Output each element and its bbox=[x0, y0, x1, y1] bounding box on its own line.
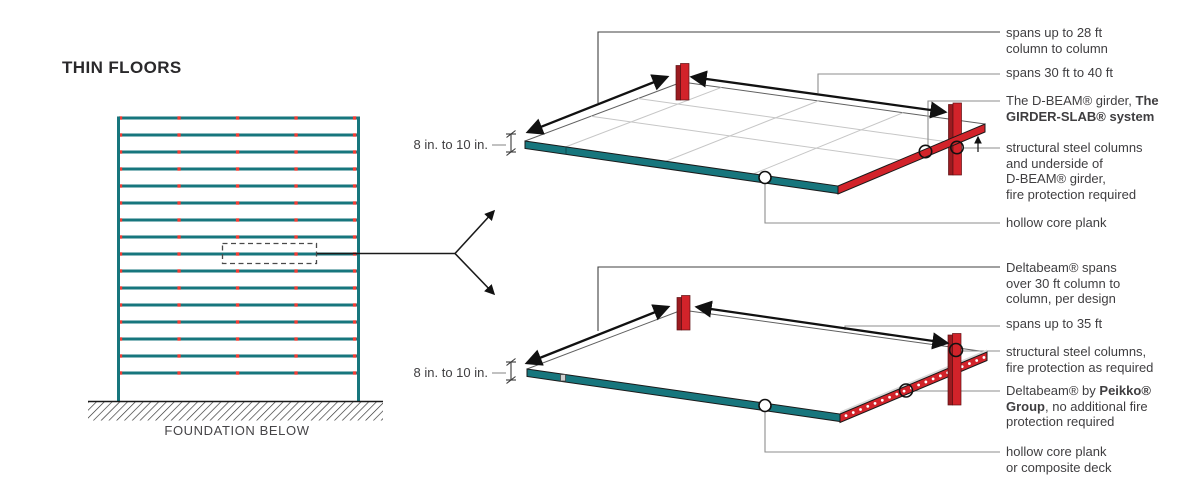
deltabeam-diagram bbox=[492, 266, 1000, 453]
steel-column-center bbox=[675, 63, 690, 101]
plank-connection-marker bbox=[758, 170, 772, 185]
girder-slab-diagram bbox=[492, 31, 1000, 224]
d-beam-girder bbox=[837, 123, 986, 195]
slab-thickness-label-bottom: 8 in. to 10 in. bbox=[413, 365, 488, 380]
building-elevation bbox=[88, 116, 496, 421]
span-arrows-top bbox=[525, 70, 948, 135]
floor-lines bbox=[117, 116, 360, 375]
deltabeam-holes bbox=[844, 356, 986, 417]
slab-top-face bbox=[525, 82, 985, 186]
annotation-label: hollow core plank bbox=[1006, 215, 1107, 231]
callout-pointer-arrows bbox=[317, 209, 496, 296]
annotation-label: structural steel columns,fire protection… bbox=[1006, 344, 1154, 375]
column-connection-marker bbox=[949, 140, 964, 155]
page-title: THIN FLOORS bbox=[62, 58, 182, 77]
steel-column-center bbox=[676, 295, 691, 331]
plank-connection-marker bbox=[758, 398, 772, 413]
annotation-label: Deltabeam® by Peikko®Group, no additiona… bbox=[1006, 383, 1151, 430]
annotation-label: spans 30 ft to 40 ft bbox=[1006, 65, 1113, 81]
deltabeam-connection-marker bbox=[898, 383, 914, 398]
slab-thickness-label-top: 8 in. to 10 in. bbox=[413, 137, 488, 152]
annotation-label: spans up to 35 ft bbox=[1006, 316, 1103, 332]
typical-floor-callout-box bbox=[221, 242, 318, 265]
span-arrows-bottom bbox=[524, 300, 950, 366]
steel-column-right bbox=[947, 333, 962, 406]
ground-hatch bbox=[88, 401, 383, 421]
foundation-caption: FOUNDATION BELOW bbox=[164, 423, 310, 438]
plank-seam-plate bbox=[560, 374, 566, 382]
column-connection-marker bbox=[948, 342, 964, 358]
girder-connection-marker bbox=[918, 144, 933, 159]
